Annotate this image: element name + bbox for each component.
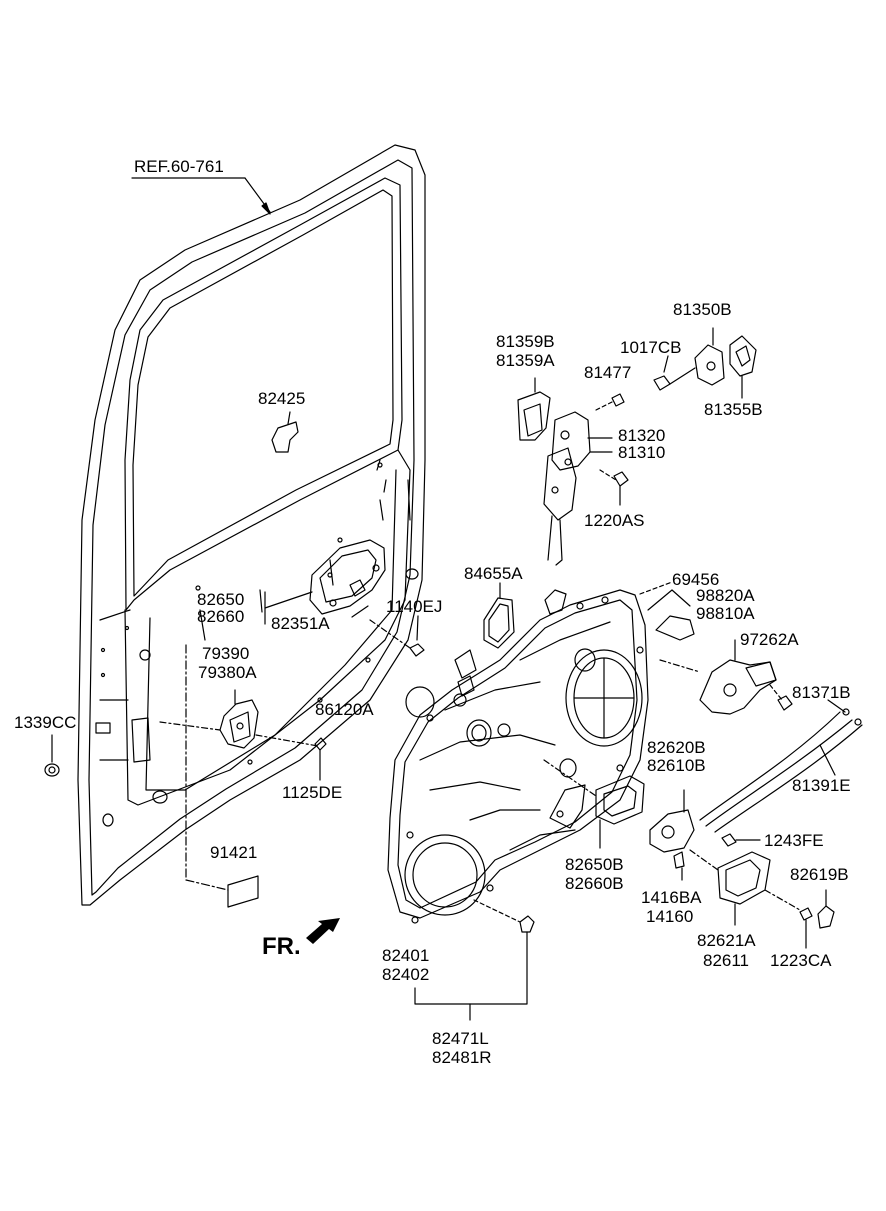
- part-label-82425: 82425: [258, 389, 306, 408]
- label-91421: [186, 645, 258, 907]
- part-label-82401: 82401: [382, 946, 430, 965]
- part-label-82660: 82660: [197, 607, 245, 626]
- part-label-82621A: 82621A: [697, 931, 756, 950]
- bolt-1125DE: [315, 738, 326, 780]
- part-label-1125DE: 1125DE: [282, 783, 343, 802]
- outside-handle-frame: [310, 540, 385, 614]
- door-check-hinge: [160, 690, 318, 748]
- part-label-82620B: 82620B: [647, 738, 706, 757]
- part-label-82402: 82402: [382, 965, 430, 984]
- latch-assembly: [518, 378, 628, 565]
- direction-label: FR.: [262, 933, 301, 960]
- part-label-1416BA: 1416BA: [641, 888, 702, 907]
- part-label-82619B: 82619B: [790, 865, 849, 884]
- part-label-81359B: 81359B: [496, 332, 555, 351]
- door-frame: [78, 145, 425, 905]
- part-label-82660B: 82660B: [565, 874, 624, 893]
- bolt-1140EJ: [370, 616, 424, 656]
- part-label-1223CA: 1223CA: [770, 951, 832, 970]
- part-label-1243FE: 1243FE: [764, 831, 824, 850]
- part-label-69456: 69456: [672, 570, 720, 589]
- clip-82471L: [415, 900, 534, 1020]
- door-module-panel: [388, 590, 648, 923]
- part-label-1140EJ: 1140EJ: [386, 597, 443, 616]
- part-label-82610B: 82610B: [647, 756, 706, 775]
- bezel-82650B: [544, 760, 644, 848]
- part-label-81355B: 81355B: [704, 400, 763, 419]
- seal-86120A: [406, 687, 434, 717]
- part-label-82650B: 82650B: [565, 855, 624, 874]
- part-label-81320: 81320: [618, 426, 666, 445]
- part-label-81350B: 81350B: [673, 300, 732, 319]
- part-label-81477: 81477: [584, 363, 632, 382]
- window-motor-97262A: [660, 640, 792, 714]
- part-label-82650: 82650: [197, 590, 245, 609]
- part-label-81310: 81310: [618, 443, 666, 462]
- part-label-82351A: 82351A: [271, 614, 330, 633]
- ref-label: REF.60-761: [134, 157, 224, 176]
- screw-1223CA: [800, 890, 834, 948]
- part-label-1017CB: 1017CB: [620, 338, 682, 357]
- part-label-81391E: 81391E: [792, 776, 851, 795]
- part-label-82481R: 82481R: [432, 1048, 492, 1067]
- gasket-84655A: [484, 583, 514, 648]
- part-82425-clip: [272, 412, 298, 452]
- part-label-91421: 91421: [210, 843, 258, 862]
- part-label-82471L: 82471L: [432, 1029, 489, 1048]
- cables: [700, 700, 862, 832]
- inside-handle-assembly: [650, 790, 800, 925]
- part-label-1339CC: 1339CC: [14, 713, 77, 732]
- part-label-98820A: 98820A: [696, 586, 755, 605]
- part-label-97262A: 97262A: [740, 630, 799, 649]
- part-label-81371B: 81371B: [792, 683, 851, 702]
- part-label-84655A: 84655A: [464, 564, 523, 583]
- part-label-14160: 14160: [646, 907, 694, 926]
- ref-arrowhead: [262, 203, 270, 214]
- fr-arrow: [306, 918, 340, 944]
- bracket-69456: [640, 582, 694, 640]
- striker-plates: [654, 328, 756, 398]
- part-label-86120A: 86120A: [315, 700, 374, 719]
- grommet-1339CC: [45, 735, 59, 776]
- part-label-82611: 82611: [703, 951, 750, 970]
- part-label-1220AS: 1220AS: [584, 511, 645, 530]
- part-label-98810A: 98810A: [696, 604, 755, 623]
- part-label-79380A: 79380A: [198, 663, 257, 682]
- leader-82351A: [352, 606, 368, 617]
- leader-82650: [265, 592, 312, 608]
- part-label-79390: 79390: [202, 644, 250, 663]
- part-label-81359A: 81359A: [496, 351, 555, 370]
